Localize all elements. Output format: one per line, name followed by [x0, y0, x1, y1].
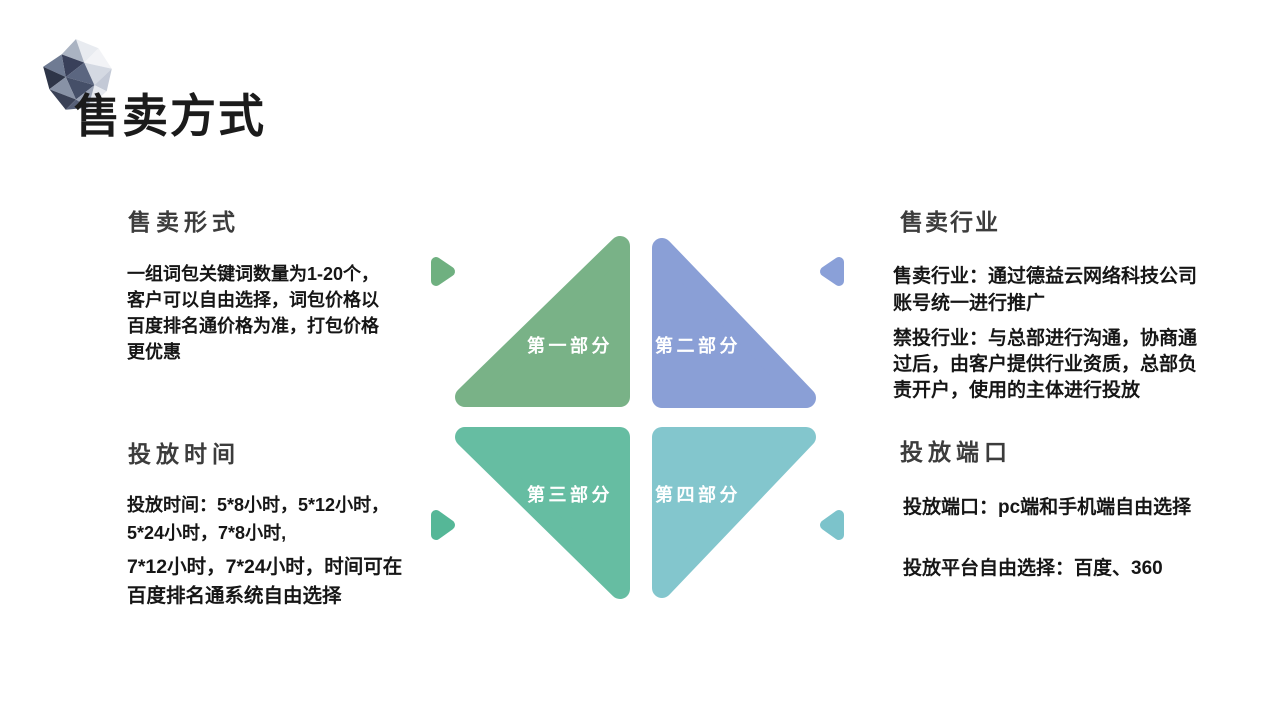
part2-triangle	[652, 238, 816, 408]
delivery-time-body: 投放时间：5*8小时，5*12小时，5*24小时，7*8小时, 7*12小时，7…	[127, 491, 409, 611]
part1-label: 第一部分	[527, 335, 613, 356]
sell-form-heading: 售卖形式	[128, 209, 240, 235]
delivery-port-text-1: 投放端口：pc端和手机端自由选择	[903, 497, 1192, 518]
sell-industry-heading: 售卖行业	[900, 209, 1000, 235]
quadrant-diagram: 第一部分 第二部分 第三部分 第四部分	[431, 236, 844, 599]
arrow-right-icon	[431, 510, 455, 540]
part2-label: 第二部分	[655, 335, 741, 356]
sell-form-text: 一组词包关键词数量为1-20个，客户可以自由选择，词包价格以百度排名通价格为准，…	[127, 264, 380, 362]
part4-triangle	[652, 427, 816, 598]
sell-industry-text-1: 售卖行业：通过德益云网络科技公司账号统一进行推广	[893, 266, 1198, 314]
arrow-left-icon	[820, 510, 844, 540]
delivery-time-text-2: 7*12小时，7*24小时，时间可在百度排名通系统自由选择	[127, 556, 403, 607]
part1-triangle	[455, 236, 630, 407]
delivery-port-heading: 投放端口	[900, 439, 1012, 465]
delivery-time-heading: 投放时间	[128, 441, 240, 467]
arrow-right-icon	[431, 257, 455, 286]
sell-industry-text-2: 禁投行业：与总部进行沟通，协商通过后，由客户提供行业资质，总部负责开户，使用的主…	[893, 328, 1198, 401]
crystal-logo-icon	[43, 39, 112, 110]
sell-form-body: 一组词包关键词数量为1-20个，客户可以自由选择，词包价格以百度排名通价格为准，…	[127, 261, 393, 365]
arrow-left-icon	[820, 257, 844, 286]
part4-label: 第四部分	[655, 484, 741, 505]
page-title: 售卖方式	[74, 90, 266, 142]
part3-triangle	[455, 427, 630, 599]
delivery-port-text-2: 投放平台自由选择：百度、360	[903, 558, 1163, 579]
sell-industry-body: 售卖行业：通过德益云网络科技公司账号统一进行推广 禁投行业：与总部进行沟通，协商…	[893, 263, 1205, 404]
delivery-port-body: 投放端口：pc端和手机端自由选择 投放平台自由选择：百度、360	[903, 494, 1223, 582]
part3-label: 第三部分	[527, 484, 613, 505]
delivery-time-text-1: 投放时间：5*8小时，5*12小时，5*24小时，7*8小时,	[127, 495, 390, 543]
